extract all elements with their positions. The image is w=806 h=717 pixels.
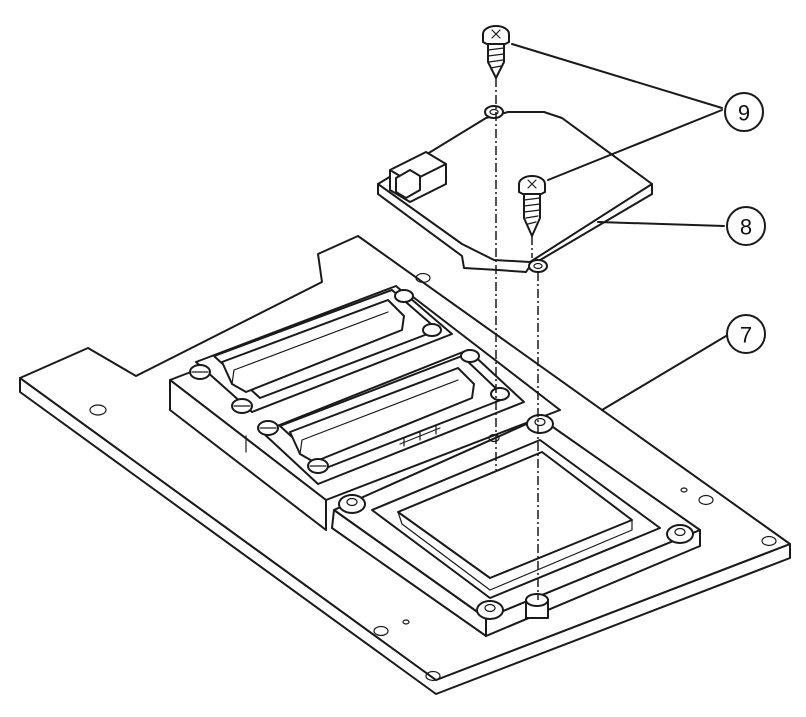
screw-upper: [482, 25, 510, 79]
callout-9-label: 9: [738, 101, 750, 126]
leader-lines: [511, 43, 727, 411]
callout-7: 7: [726, 314, 766, 354]
window-frame: [331, 414, 701, 637]
centerlines: [495, 78, 539, 600]
mounting-hole: [698, 494, 714, 506]
mounting-hole: [415, 272, 431, 284]
mounting-hole: [425, 670, 441, 682]
callout-8: 8: [726, 206, 766, 246]
terminal-screw: [394, 289, 414, 303]
module-right: [261, 349, 525, 485]
mounting-hole: [680, 487, 688, 493]
module-carrier: [169, 285, 561, 531]
screw-lower: [518, 175, 546, 237]
mounting-hole: [761, 535, 777, 547]
connector: [389, 151, 447, 203]
callout-8-label: 8: [740, 215, 752, 240]
cover-hole: [484, 105, 504, 119]
screw-boss: [525, 593, 549, 607]
callout-7-label: 7: [740, 323, 752, 348]
mounting-hole: [89, 404, 107, 416]
frame-nut: [338, 494, 366, 514]
screw-boss: [488, 433, 500, 443]
cover-plate: [377, 105, 653, 273]
frame-nut: [476, 600, 504, 620]
terminal-screw: [460, 349, 480, 363]
terminal-screw: [422, 323, 442, 337]
cover-hole: [528, 259, 548, 273]
terminal-screw: [490, 387, 510, 401]
mounting-hole: [402, 619, 410, 625]
frame-nut: [526, 414, 554, 434]
mounting-hole: [373, 625, 389, 637]
frame-nut: [666, 524, 694, 544]
callout-9: 9: [724, 92, 764, 132]
